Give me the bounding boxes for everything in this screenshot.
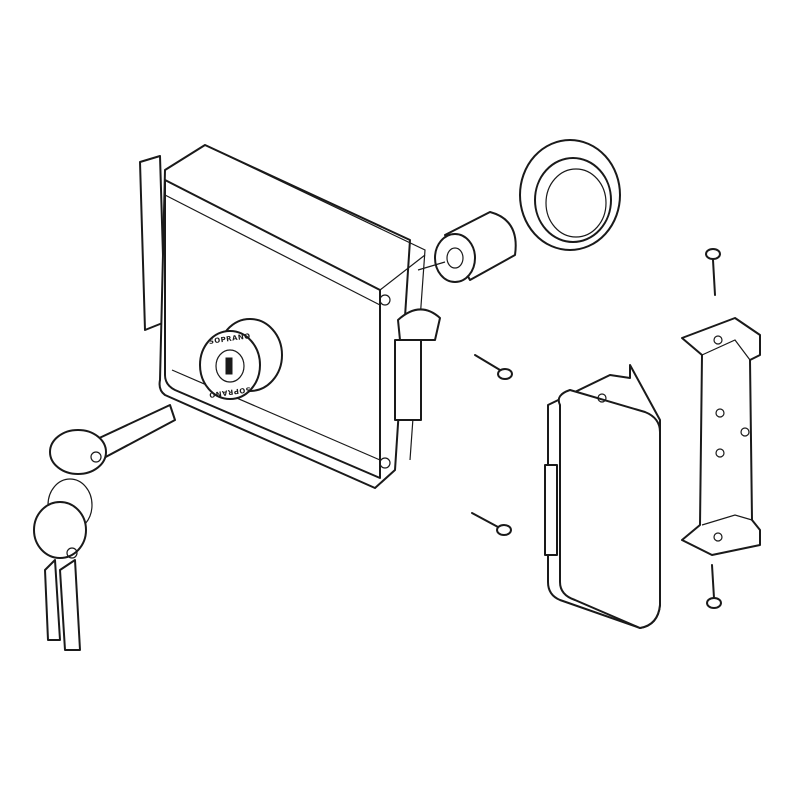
screw-1: [474, 354, 513, 380]
key-blade-1: [94, 404, 176, 461]
rosette-ring: [519, 139, 621, 251]
key-head-1: [49, 429, 107, 475]
latch-bolt: [394, 339, 422, 421]
screw-4: [706, 564, 722, 609]
rear-cylinder: [417, 211, 517, 283]
rim-lock-body: [139, 144, 441, 489]
keys: [33, 404, 176, 651]
key-head-2: [33, 501, 87, 559]
front-cylinder: SOPRANO SOPRANO: [199, 318, 283, 400]
strike-box: [544, 364, 661, 629]
key-blade-2: [44, 559, 61, 641]
mounting-bracket: [681, 317, 761, 556]
screw-3: [705, 248, 721, 296]
screw-2: [471, 512, 512, 536]
latch-lever: [397, 308, 441, 341]
key-blade-3: [59, 559, 81, 651]
screws: [471, 248, 722, 609]
